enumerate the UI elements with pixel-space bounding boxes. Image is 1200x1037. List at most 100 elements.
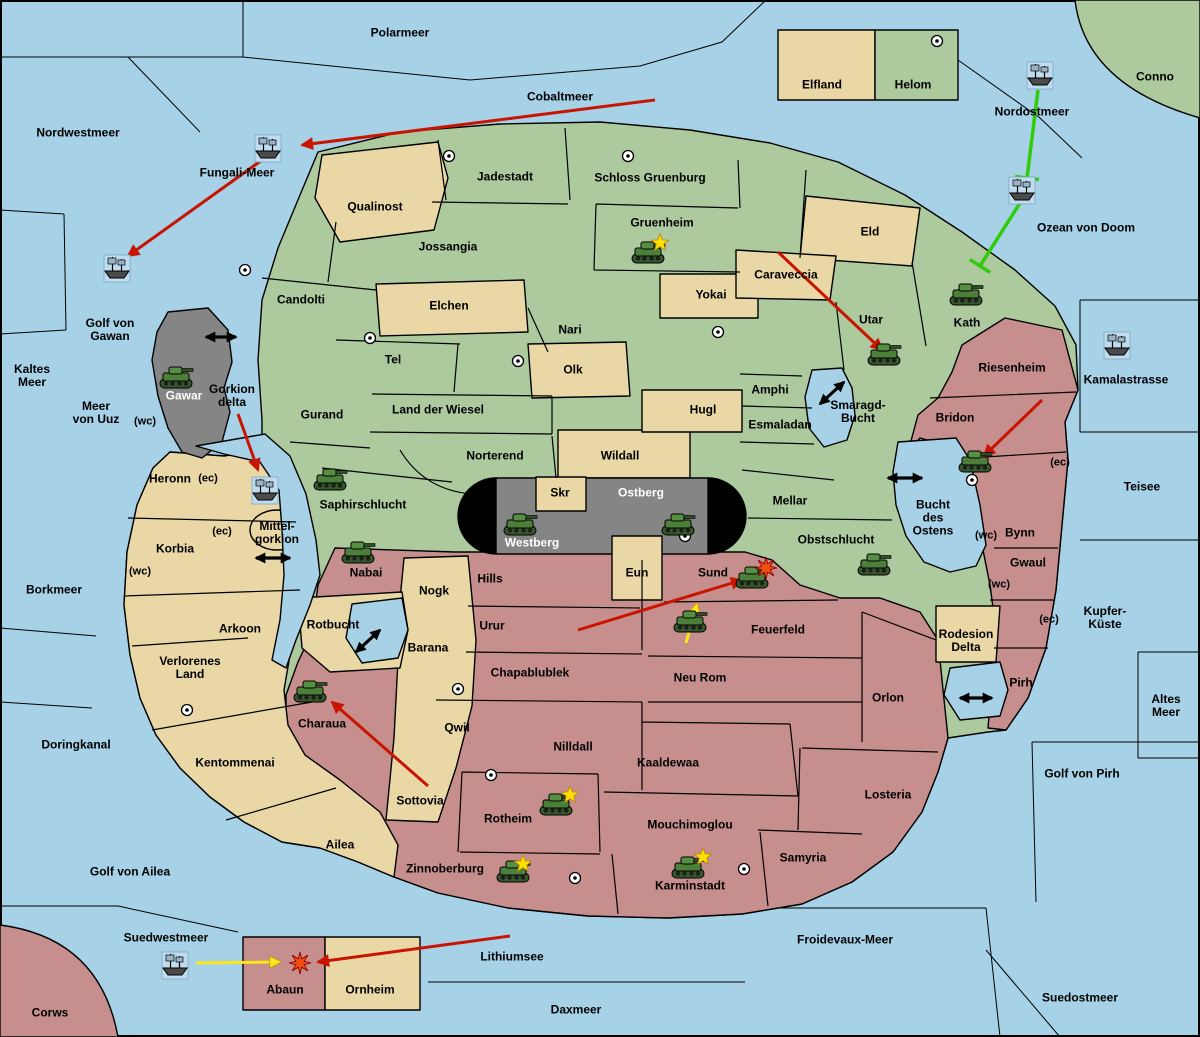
territory-label-nogk[interactable]: Nogk [419,583,449,598]
territory-label-heronn[interactable]: Heronn [149,471,191,486]
sea-label-meer-von-uuz[interactable]: Meer von Uuz [72,399,120,426]
territory-label-olk[interactable]: Olk [563,362,583,377]
territory-label-utar[interactable]: Utar [858,312,884,327]
territory-label-jadestadt[interactable]: Jadestadt [476,169,534,184]
territory-label-sottovia[interactable]: Sottovia [396,793,444,808]
territory-label-qwil[interactable]: Qwil [444,720,470,735]
territory-label-schloss-gruenburg[interactable]: Schloss Gruenburg [594,170,706,185]
territory-label-elchen[interactable]: Elchen [429,298,469,313]
territory-label-bucht-des-ostens[interactable]: Bucht des Ostens [912,497,954,538]
sea-label-froidevaux-meer[interactable]: Froidevaux-Meer [796,932,894,947]
territory-label-eld[interactable]: Eld [860,224,880,239]
territory-label-saphirschlucht[interactable]: Saphirschlucht [319,497,407,512]
territory-label-hills[interactable]: Hills [477,571,503,586]
territory-label-nilldall[interactable]: Nilldall [553,739,593,754]
territory-label-mittel-gorkion[interactable]: Mittel- gorkion [255,519,299,546]
territory-label-gorkion-delta[interactable]: Gorkion delta [208,382,256,409]
territory-label-urur[interactable]: Urur [479,618,505,633]
sea-label-daxmeer[interactable]: Daxmeer [550,1002,602,1017]
sea-label-borkmeer[interactable]: Borkmeer [25,582,83,597]
territory-label-esmaladan[interactable]: Esmaladan [748,417,812,432]
territory-label-sund[interactable]: Sund [698,565,728,580]
territory-label-rotheim[interactable]: Rotheim [484,811,532,826]
territory-label-helom[interactable]: Helom [894,77,932,92]
territory-label-feuerfeld[interactable]: Feuerfeld [750,622,806,637]
pill-right-cap[interactable] [707,477,747,555]
sea-label-nordwestmeer[interactable]: Nordwestmeer [36,125,120,140]
elfland-box[interactable] [777,29,876,101]
territory-label-kaaldewaa[interactable]: Kaaldewaa [636,755,700,770]
territory-label-conno[interactable]: Conno [1136,69,1174,84]
territory-label-gawar[interactable]: Gawar [165,388,203,403]
territory-label-tel[interactable]: Tel [384,352,402,367]
territory-label-eun[interactable]: Eun [625,565,649,580]
territory-label-corws[interactable]: Corws [31,1005,69,1020]
territory-label-pirh[interactable]: Pirh [1009,675,1033,690]
territory-label-norterend[interactable]: Norterend [466,448,524,463]
sea-label-suedwestmeer[interactable]: Suedwestmeer [123,930,209,945]
territory-label-qualinost[interactable]: Qualinost [347,199,403,214]
sea-label-ozean-von-doom[interactable]: Ozean von Doom [1036,220,1136,235]
territory-label-land-der-wiesel[interactable]: Land der Wiesel [392,402,484,417]
territory-label-mouchimoglou[interactable]: Mouchimoglou [647,817,733,832]
abaun-box[interactable] [242,936,326,1011]
territory-label-amphi[interactable]: Amphi [751,382,789,397]
sea-label-altes-meer[interactable]: Altes Meer [1151,692,1181,719]
territory-label-verlorenes-land[interactable]: Verlorenes Land [159,654,221,681]
territory-label-gruenheim[interactable]: Gruenheim [630,215,694,230]
sea-label-nordostmeer[interactable]: Nordostmeer [994,104,1070,119]
sea-label-lithiumsee[interactable]: Lithiumsee [480,949,544,964]
territory-label-chapablublek[interactable]: Chapablublek [490,665,570,680]
territory-label-losteria[interactable]: Losteria [864,787,912,802]
territory-label-korbia[interactable]: Korbia [155,541,195,556]
sea-label-teisee[interactable]: Teisee [1123,479,1161,494]
territory-label-karminstadt[interactable]: Karminstadt [654,878,726,893]
sea-label-golf-von-gawan[interactable]: Golf von Gawan [85,316,135,343]
territory-label-samyria[interactable]: Samyria [779,850,827,865]
territory-label-orlon[interactable]: Orlon [872,690,904,705]
sea-label-doringkanal[interactable]: Doringkanal [41,737,111,752]
sea-label-kaltes-meer[interactable]: Kaltes Meer [13,362,51,389]
territory-label-abaun[interactable]: Abaun [266,982,304,997]
sea-label-cobaltmeer[interactable]: Cobaltmeer [526,89,594,104]
territory-label-yokai[interactable]: Yokai [695,287,727,302]
territory-label-hugl[interactable]: Hugl [689,402,717,417]
territory-label-zinnoberburg[interactable]: Zinnoberburg [406,861,484,876]
territory-label-skr[interactable]: Skr [550,485,570,500]
territory-label-arkoon[interactable]: Arkoon [219,621,261,636]
territory-label-charaua[interactable]: Charaua [297,716,347,731]
territory-label-wildall[interactable]: Wildall [600,448,640,463]
territory-label-ailea[interactable]: Ailea [325,837,355,852]
territory-label-smaragd-bucht[interactable]: Smaragd- Bucht [830,398,886,425]
pill-left-cap[interactable] [457,477,497,555]
territory-label-mellar[interactable]: Mellar [772,493,808,508]
territory-label-barana[interactable]: Barana [407,640,449,655]
sea-label-golf-von-pirh[interactable]: Golf von Pirh [1044,766,1120,781]
sea-label-golf-von-ailea[interactable]: Golf von Ailea [89,864,171,879]
eun-box[interactable] [611,535,663,601]
territory-label-gurand[interactable]: Gurand [300,407,344,422]
territory-label-rodesion-delta[interactable]: Rodesion Delta [938,627,994,654]
sea-label-polarmeer[interactable]: Polarmeer [370,25,430,40]
territory-label-nari[interactable]: Nari [558,322,582,337]
sea-label-kupfer-küste[interactable]: Kupfer- Küste [1083,604,1127,631]
sea-label-fungali-meer[interactable]: Fungali-Meer [199,165,275,180]
sea-label-suedostmeer[interactable]: Suedostmeer [1041,990,1119,1005]
territory-label-kentommenai[interactable]: Kentommenai [195,755,275,770]
territory-label-neu-rom[interactable]: Neu Rom [673,670,727,685]
territory-label-jossangia[interactable]: Jossangia [418,239,478,254]
territory-label-caraveccia[interactable]: Caraveccia [754,267,818,282]
skr-box[interactable] [535,476,587,512]
territory-label-kath[interactable]: Kath [953,315,981,330]
territory-label-ostberg[interactable]: Ostberg [617,485,665,500]
territory-label-bynn[interactable]: Bynn [1005,525,1035,540]
sea-label-kamalastrasse[interactable]: Kamalastrasse [1083,372,1169,387]
territory-label-nabai[interactable]: Nabai [349,565,383,580]
territory-label-candolti[interactable]: Candolti [277,292,325,307]
territory-label-rotbucht[interactable]: Rotbucht [306,617,360,632]
territory-label-elfland[interactable]: Elfland [801,77,843,92]
territory-label-ornheim[interactable]: Ornheim [345,982,395,997]
territory-label-riesenheim[interactable]: Riesenheim [978,360,1046,375]
territory-label-gwaul[interactable]: Gwaul [1009,555,1047,570]
territory-label-obstschlucht[interactable]: Obstschlucht [797,532,875,547]
